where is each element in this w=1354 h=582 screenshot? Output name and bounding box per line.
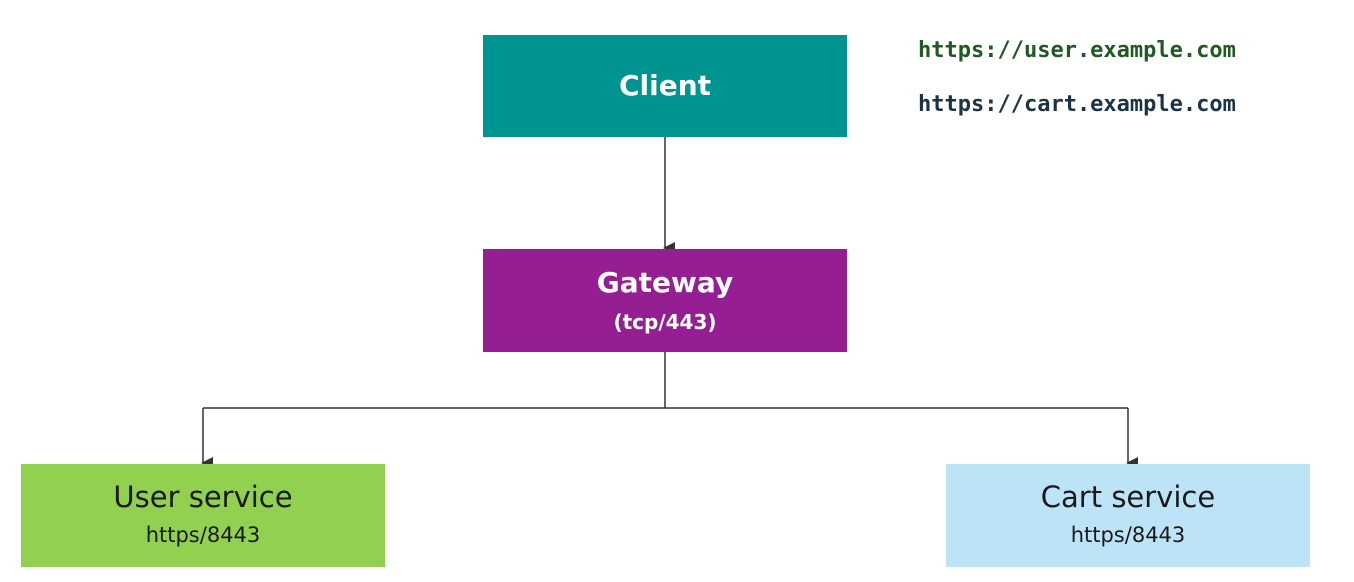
cart-service-port-label: https/8443 bbox=[1070, 522, 1186, 547]
client-title: Client bbox=[618, 69, 712, 102]
user-url-label: https://user.example.com bbox=[918, 38, 1236, 63]
gateway-title: Gateway bbox=[596, 265, 734, 299]
client-node: Client bbox=[483, 35, 847, 137]
cart-service-title: Cart service bbox=[1040, 479, 1216, 514]
user-service-port-label: https/8443 bbox=[145, 522, 261, 547]
gateway-port-label: (tcp/443) bbox=[613, 309, 717, 334]
user-service-title: User service bbox=[113, 479, 293, 514]
cart-url-label: https://cart.example.com bbox=[918, 92, 1236, 117]
cart-service-node: Cart service https/8443 bbox=[946, 464, 1310, 567]
gateway-node: Gateway (tcp/443) bbox=[483, 249, 847, 352]
user-service-node: User service https/8443 bbox=[21, 464, 385, 567]
